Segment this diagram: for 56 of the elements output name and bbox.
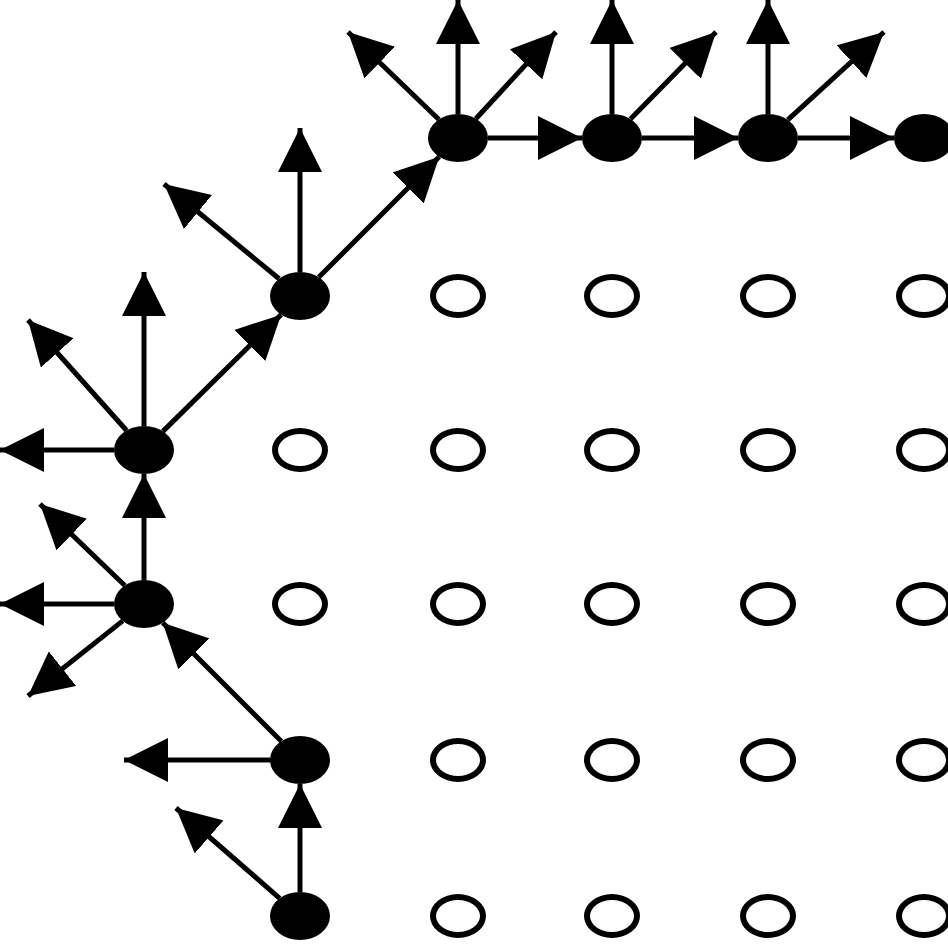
arrow — [0, 582, 114, 626]
open-circle — [896, 428, 948, 472]
arrow — [26, 318, 129, 433]
open-circle — [430, 738, 486, 782]
arrow — [474, 30, 558, 121]
arrow — [278, 128, 322, 272]
arrow — [122, 474, 166, 580]
arrow — [346, 30, 441, 122]
open-circle — [740, 428, 796, 472]
arrow — [488, 116, 582, 160]
open-circle — [430, 894, 486, 938]
arrow — [786, 30, 886, 122]
filled-dot — [270, 272, 330, 320]
arrow — [590, 0, 634, 114]
open-circle — [584, 428, 640, 472]
open-circle — [584, 274, 640, 318]
arrow — [162, 182, 281, 281]
filled-dot — [114, 580, 174, 628]
open-circle — [430, 428, 486, 472]
arrow — [316, 154, 442, 280]
open-circle — [584, 894, 640, 938]
open-circle — [740, 274, 796, 318]
filled-dot — [270, 892, 330, 940]
open-circle — [430, 582, 486, 626]
open-circle — [740, 894, 796, 938]
arrow — [122, 272, 166, 426]
open-circle — [584, 582, 640, 626]
open-circle — [896, 738, 948, 782]
open-circle — [896, 274, 948, 318]
arrow — [0, 428, 114, 472]
arrow — [746, 0, 790, 114]
filled-dot — [582, 114, 642, 162]
open-circle — [740, 582, 796, 626]
filled-dot — [270, 736, 330, 784]
open-circle — [896, 582, 948, 626]
open-circle — [272, 582, 328, 626]
arrow — [436, 0, 480, 114]
open-circle — [740, 738, 796, 782]
arrow — [26, 618, 125, 698]
open-circle — [896, 894, 948, 938]
arrow — [38, 502, 127, 588]
filled-dot — [114, 426, 174, 474]
arrow — [160, 620, 284, 744]
arrow — [798, 116, 894, 160]
open-circle — [584, 738, 640, 782]
arrow — [174, 806, 282, 901]
open-circle — [272, 428, 328, 472]
filled-dot — [894, 114, 948, 162]
arrow — [124, 738, 270, 782]
filled-dot — [428, 114, 488, 162]
filled-dot — [738, 114, 798, 162]
arrow — [628, 30, 718, 121]
open-circle — [430, 274, 486, 318]
arrow — [161, 312, 283, 434]
arrow — [278, 784, 322, 892]
arrow — [642, 116, 738, 160]
